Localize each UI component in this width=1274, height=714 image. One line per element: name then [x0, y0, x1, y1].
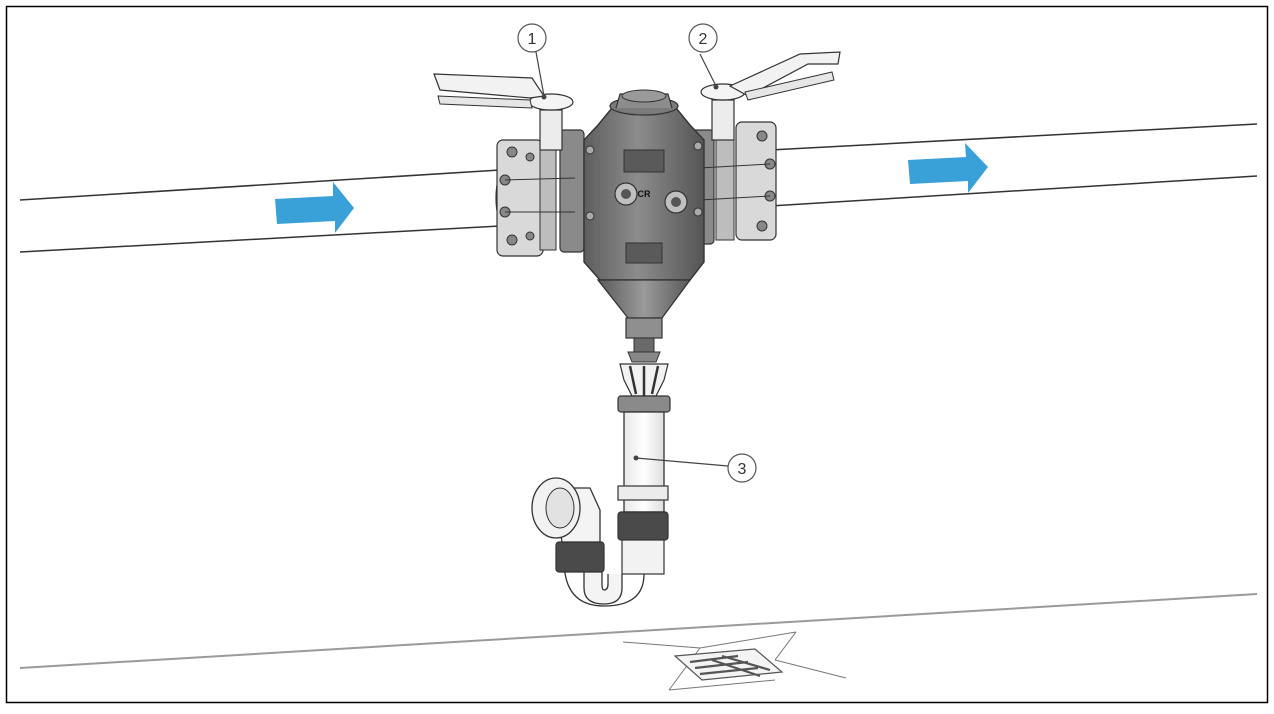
flow-arrow-inlet: [275, 182, 354, 233]
filter-body: CR: [583, 89, 705, 281]
callout-3: 3: [727, 453, 757, 483]
outlet-pipe: [769, 123, 1258, 207]
callout-3-anchor: [633, 455, 639, 461]
valve-marking: CR: [638, 189, 651, 199]
floor-drain: [622, 631, 847, 691]
callout-2-anchor: [713, 84, 719, 90]
drain-tube: [617, 411, 669, 575]
figure-frame: [5, 5, 1269, 704]
callout-2-leader: [699, 53, 717, 87]
callout-1: 1: [517, 23, 547, 53]
callout-2-label: 2: [699, 31, 708, 48]
callout-3-leader: [635, 457, 729, 467]
sludge-collector: [596, 279, 692, 353]
callout-1-leader: [535, 51, 545, 97]
siphon-trap: [531, 477, 645, 607]
inlet-pipe: [19, 169, 515, 253]
floor-line: [19, 593, 1258, 669]
callout-2: 2: [688, 23, 718, 53]
drain-valve: [617, 351, 671, 413]
outlet-shutoff-valve: [700, 51, 841, 141]
callout-1-label: 1: [528, 31, 537, 48]
callout-3-label: 3: [738, 461, 747, 478]
flow-arrow-outlet: [908, 143, 988, 193]
inlet-shutoff-valve: [433, 73, 574, 151]
callout-1-anchor: [541, 94, 547, 100]
